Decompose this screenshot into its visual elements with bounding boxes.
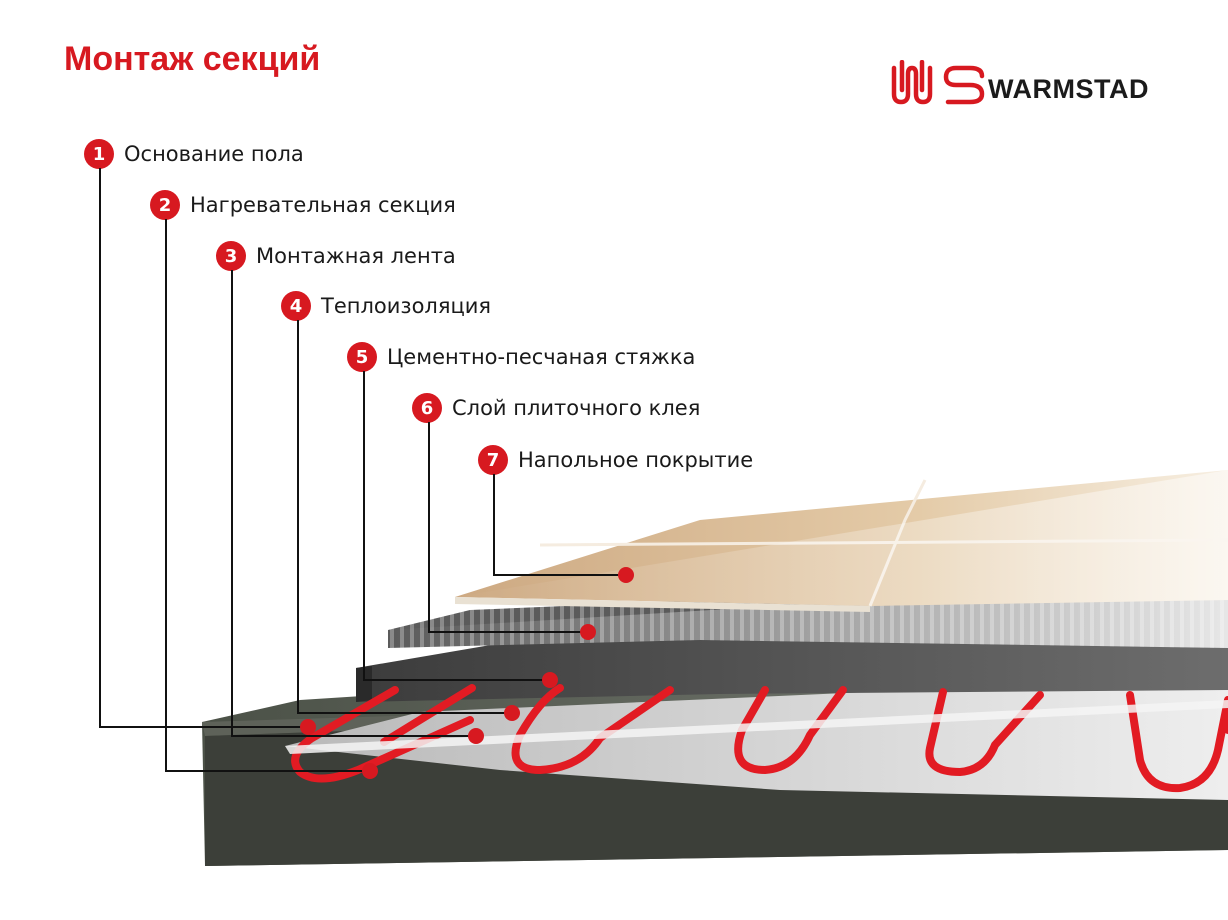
layer-label-6: 6 Слой плиточного клея (412, 391, 700, 425)
layer-label-text: Слой плиточного клея (452, 396, 701, 420)
layer-markers (300, 567, 634, 779)
marker-tile (618, 567, 634, 583)
layer-label-text: Напольное покрытие (518, 448, 754, 472)
layer-label-text: Теплоизоляция (321, 294, 492, 318)
marker-mounting-tape (468, 728, 484, 744)
layer-label-4: 4 Теплоизоляция (281, 289, 491, 323)
marker-base (300, 719, 316, 735)
ws-logo-mark-icon (891, 59, 985, 105)
layer-label-2: 2 Нагревательная секция (150, 188, 456, 222)
marker-adhesive (580, 624, 596, 640)
layer-number-badge: 1 (84, 139, 114, 169)
layer-label-text: Монтажная лента (256, 244, 456, 268)
marker-heating-cable (362, 763, 378, 779)
marker-screed (542, 672, 558, 688)
layer-number-badge: 3 (216, 241, 246, 271)
layer-label-5: 5 Цементно-песчаная стяжка (347, 340, 695, 374)
mounting-tape (285, 700, 1228, 754)
layer-number-badge: 4 (281, 291, 311, 321)
leader-lines (99, 168, 626, 772)
page-title: Монтаж секций (64, 40, 321, 78)
layer-label-text: Основание пола (124, 142, 304, 166)
tile-covering-layer (455, 470, 1228, 612)
layer-label-3: 3 Монтажная лента (216, 239, 456, 273)
brand-logo: WARMSTAD (890, 59, 1160, 110)
marker-insulation (504, 705, 520, 721)
layer-label-1: 1 Основание пола (84, 137, 304, 171)
layer-number-badge: 7 (478, 445, 508, 475)
brand-name: WARMSTAD (988, 74, 1149, 104)
layer-number-badge: 5 (347, 342, 377, 372)
layer-label-7: 7 Напольное покрытие (478, 443, 753, 477)
layer-number-badge: 2 (150, 190, 180, 220)
layer-label-text: Цементно-песчаная стяжка (387, 345, 696, 369)
layer-number-badge: 6 (412, 393, 442, 423)
layer-label-text: Нагревательная секция (190, 193, 456, 217)
